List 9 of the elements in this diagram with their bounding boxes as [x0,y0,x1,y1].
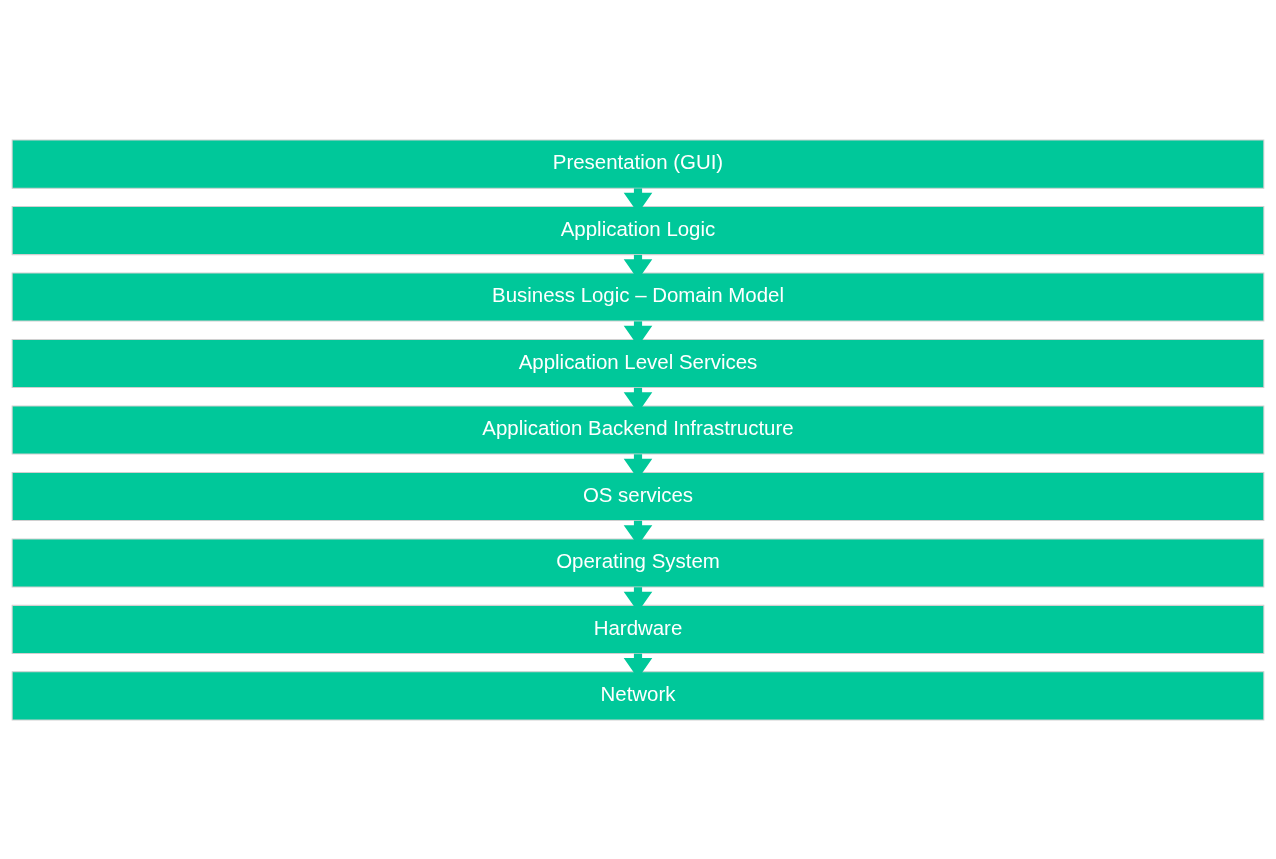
node-box: Application Backend Infrastructure [11,404,1265,455]
node-box: Hardware [11,604,1265,654]
node-box: Operating System [11,537,1265,587]
node-box: Application Level Services [11,338,1265,388]
node-box: Presentation (GUI) [11,139,1265,189]
node-box: OS services [11,471,1265,521]
node-box: Network [11,670,1265,720]
node-box: Business Logic – Domain Model [11,272,1265,322]
node-box: Application Logic [11,205,1265,255]
